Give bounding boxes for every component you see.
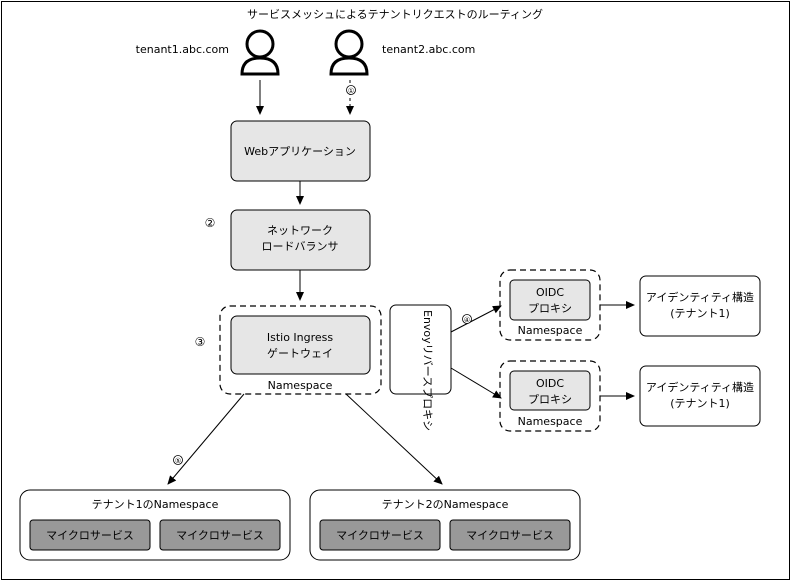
idp1-label-line1: アイデンティティ構造 <box>646 290 754 304</box>
oidc2-label-line1: OIDC <box>536 377 564 390</box>
tenant1-namespace-label: テナント1のNamespace <box>92 498 219 511</box>
nlb-label-line2: ロードバランサ <box>262 240 339 253</box>
oidc2-label-line2: プロキシ <box>528 393 572 406</box>
tenant2-microservice-1[interactable] <box>319 519 441 551</box>
tenant1-microservice-1[interactable] <box>29 519 151 551</box>
webapp-label: Webアプリケーション <box>244 145 356 158</box>
istio-gateway-node[interactable] <box>230 315 371 375</box>
idp1-label-line2: (テナント1) <box>670 307 730 320</box>
step-marker-5 <box>173 455 183 465</box>
identity-provider-node-1[interactable] <box>639 275 761 337</box>
edge-istio-to-tenant1 <box>167 393 245 485</box>
user-icon-tenant2 <box>329 29 369 76</box>
tenant1-microservice-2-label: マイクロサービス <box>176 529 264 542</box>
idp2-label-line2: (テナント1) <box>670 397 730 410</box>
step-label-3: ③ <box>195 335 206 349</box>
tenant2-microservice-2[interactable] <box>449 519 571 551</box>
step-label-2: ② <box>205 216 216 230</box>
istio-label-line2: ゲートウェイ <box>267 347 333 360</box>
oidc1-namespace-label: Namespace <box>518 324 583 337</box>
oidc1-label-line2: プロキシ <box>528 302 572 315</box>
oidc2-namespace-label: Namespace <box>518 415 583 428</box>
edge-envoy-to-oidc2 <box>450 367 502 399</box>
oidc1-label-line1: OIDC <box>536 286 564 299</box>
envoy-proxy-node[interactable] <box>389 304 452 395</box>
istio-namespace-label: Namespace <box>268 379 333 392</box>
user-label-tenant1: tenant1.abc.com <box>136 43 229 56</box>
step-marker-4 <box>462 314 472 324</box>
tenant2-namespace-label: テナント2のNamespace <box>382 498 509 511</box>
oidc2-proxy-node[interactable] <box>509 370 591 411</box>
nlb-label-line1: ネットワーク <box>267 224 333 237</box>
step-label-4: ④ <box>464 316 470 324</box>
identity-provider-node-2[interactable] <box>639 365 761 427</box>
user-label-tenant2: tenant2.abc.com <box>382 43 475 56</box>
oidc1-proxy-node[interactable] <box>509 279 591 321</box>
tenant2-microservice-1-label: マイクロサービス <box>336 529 424 542</box>
envoy-label: Envoyリバースプロキシ <box>421 310 434 431</box>
istio-namespace-boundary <box>219 305 382 395</box>
tenant1-microservice-1-label: マイクロサービス <box>46 529 134 542</box>
istio-label-line1: Istio Ingress <box>267 331 334 344</box>
diagram-title: サービスメッシュによるテナントリクエストのルーティング <box>247 7 543 21</box>
step-marker-1 <box>346 85 356 95</box>
step-label-1: ① <box>348 87 354 95</box>
tenant2-microservice-2-label: マイクロサービス <box>466 529 554 542</box>
user-icon-tenant1 <box>240 29 280 76</box>
step-label-5: ⑤ <box>175 457 181 465</box>
tenant1-microservice-2[interactable] <box>159 519 281 551</box>
edge-envoy-to-oidc1 <box>450 305 502 333</box>
idp2-label-line1: アイデンティティ構造 <box>646 380 754 394</box>
edge-istio-to-tenant2 <box>345 393 443 485</box>
